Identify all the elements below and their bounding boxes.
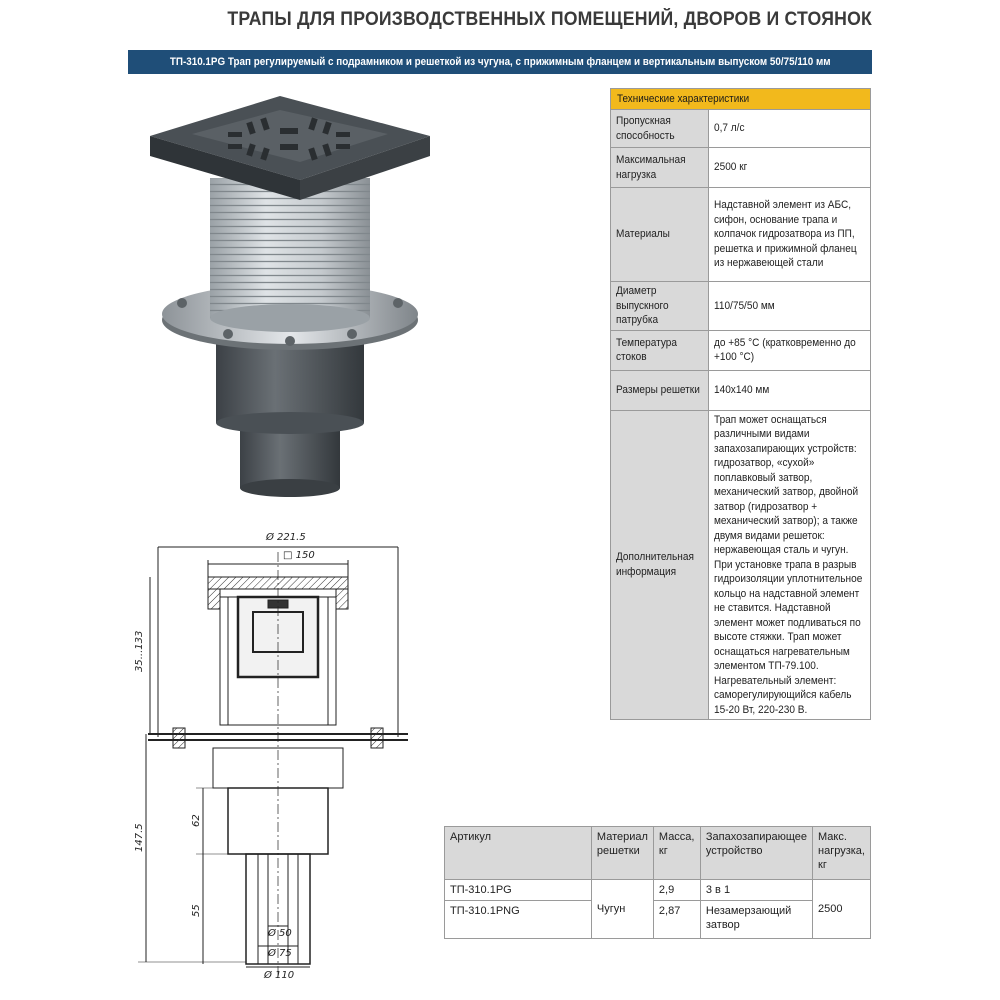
technical-drawing: Ø 221.5 □ 150 35...133 147.5 62 55 Ø 50 … — [134, 531, 408, 981]
dim-outlet-75: Ø 75 — [267, 947, 292, 959]
spec-value: Надставной элемент из АБС, сифон, основа… — [707, 187, 872, 282]
spec-key: Материалы — [610, 187, 709, 282]
col-max-load: Макс. нагрузка, кг — [812, 826, 871, 880]
col-article: Артикул — [444, 826, 592, 880]
load-cell: 2500 — [812, 879, 871, 939]
table-row: ТП-310.1PG Чугун 2,9 3 в 1 2500 — [444, 879, 871, 939]
mass-cell: 2,9 — [652, 879, 701, 901]
spec-value: 140x140 мм — [707, 369, 872, 411]
dim-total-height: 147.5 — [134, 823, 145, 852]
dim-height-62: 62 — [191, 814, 202, 827]
spec-row: Максимальная нагрузка 2500 кг — [610, 147, 872, 188]
col-mass: Масса, кг — [652, 826, 701, 880]
article-cell: ТП-310.1PNG — [444, 900, 592, 939]
lock-cell: Незамерзающий затвор — [699, 900, 814, 939]
dim-flange-diameter: Ø 221.5 — [265, 531, 306, 543]
spec-value: 0,7 л/с — [707, 109, 872, 148]
article-table: Артикул Материал решетки Масса, кг Запах… — [444, 826, 871, 939]
spec-key: Размеры решетки — [610, 369, 709, 411]
mass-cell: 2,87 — [652, 900, 701, 939]
spec-header-cell: Технические характеристики — [610, 88, 871, 110]
product-photo — [150, 96, 430, 497]
col-lock: Запахозапирающее устройство — [699, 826, 814, 880]
spec-row: Температура стоков до +85 °C (кратковрем… — [610, 329, 872, 371]
product-banner: ТП-310.1PG Трап регулируемый с подрамник… — [128, 50, 872, 74]
spec-row: Размеры решетки 140x140 мм — [610, 369, 872, 411]
spec-value: до +85 °C (кратковременно до +100 °C) — [707, 329, 872, 371]
dim-grate-square: □ 150 — [283, 550, 315, 561]
spec-key: Пропускная способность — [610, 109, 709, 148]
lock-cell: 3 в 1 — [699, 879, 814, 901]
spec-row: Дополнительная информация Трап может осн… — [610, 409, 872, 720]
col-grate-material: Материал решетки — [590, 826, 654, 880]
spec-row: Пропускная способность 0,7 л/с — [610, 109, 872, 148]
spec-row: Материалы Надставной элемент из АБС, сиф… — [610, 187, 872, 282]
page-title: ТРАПЫ ДЛЯ ПРОИЗВОДСТВЕННЫХ ПОМЕЩЕНИЙ, ДВ… — [227, 9, 872, 30]
spec-row: Диаметр выпускного патрубка 110/75/50 мм — [610, 281, 872, 331]
spec-value: 2500 кг — [707, 147, 872, 188]
spec-key: Дополнительная информация — [610, 409, 709, 720]
product-banner-text: ТП-310.1PG Трап регулируемый с подрамник… — [169, 56, 831, 68]
dim-outlet-50: Ø 50 — [267, 927, 292, 939]
spec-table-header: Технические характеристики — [610, 88, 871, 110]
spec-value: Трап может оснащаться различными видами … — [707, 409, 872, 720]
grate-cell: Чугун — [590, 879, 654, 939]
spec-key: Температура стоков — [610, 329, 709, 371]
dim-height-55: 55 — [191, 904, 202, 917]
spec-key: Диаметр выпускного патрубка — [610, 281, 709, 331]
dim-adjust-height: 35...133 — [134, 631, 145, 672]
spec-table: Технические характеристики Пропускная сп… — [610, 88, 872, 720]
table-row: ТП-310.1PNG 2,87 Незамерзающий затвор — [444, 900, 871, 939]
article-cell: ТП-310.1PG — [444, 879, 592, 901]
article-header-row: Артикул Материал решетки Масса, кг Запах… — [444, 826, 871, 880]
spec-key: Максимальная нагрузка — [610, 147, 709, 188]
spec-header-text: Технические характеристики — [617, 92, 750, 105]
dim-outlet-110: Ø 110 — [263, 969, 294, 981]
spec-value: 110/75/50 мм — [707, 281, 872, 331]
